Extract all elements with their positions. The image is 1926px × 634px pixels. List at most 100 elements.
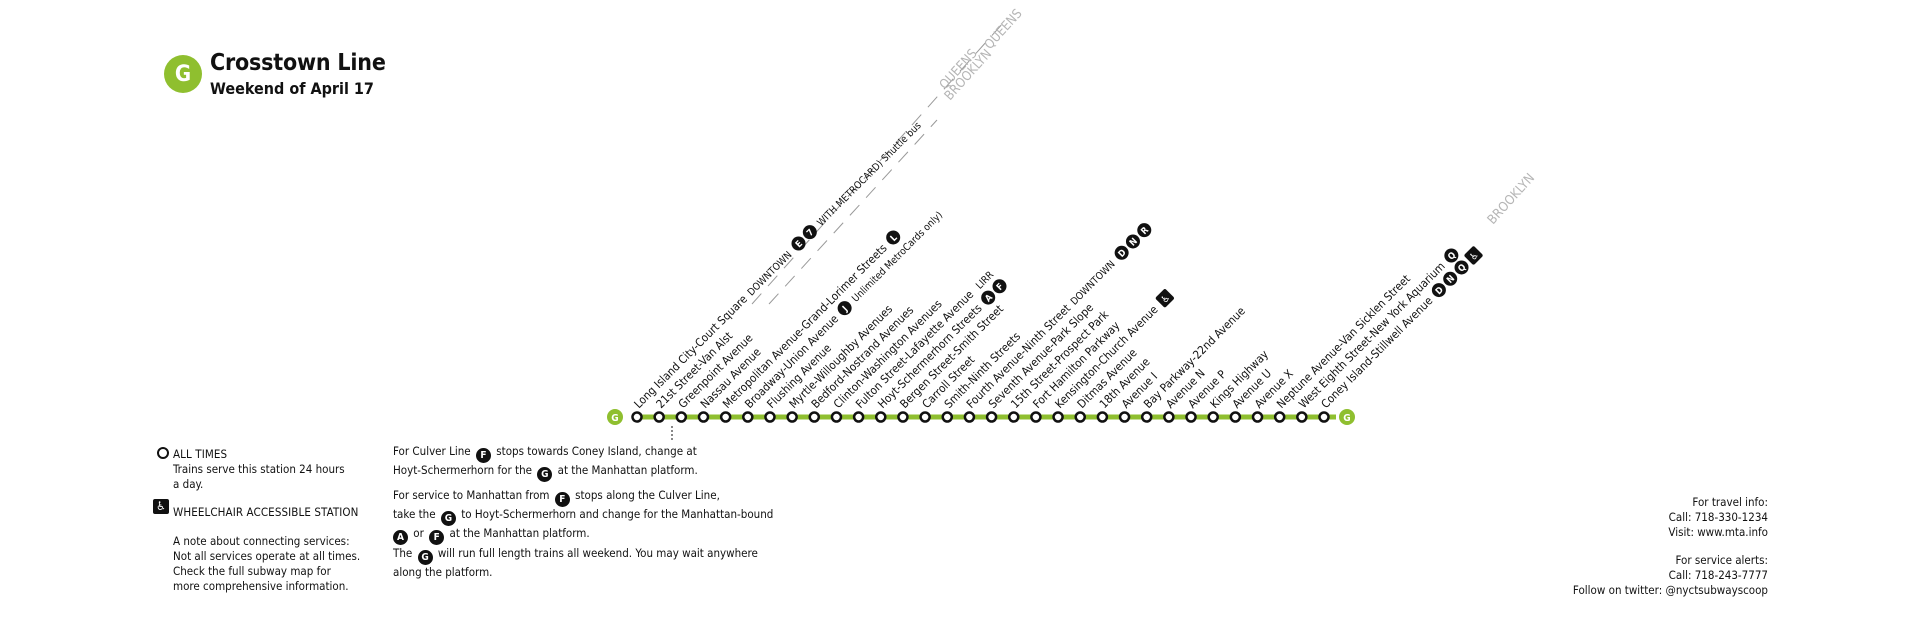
legend-all-times-text: Trains serve this station 24 hours a day… [173, 462, 345, 492]
station-marker-18th-avenue [1096, 411, 1109, 423]
bullet-letter: L [889, 233, 900, 244]
a-bullet-icon [981, 290, 996, 305]
f-bullet-icon: F [475, 448, 491, 463]
station-marker-fourth-avenue-ninth-street [963, 411, 976, 423]
station-marker-avenue-p [1185, 411, 1197, 423]
travel-info-website[interactable]: Visit: www.mta.info [1668, 525, 1768, 539]
station-marker-21st-street-van-alst [653, 411, 665, 423]
station-marker-smith-ninth-streets [941, 411, 954, 423]
boundary-dash [768, 119, 938, 305]
f-bullet-icon: F [554, 492, 570, 507]
note-text: at the Manhattan platform. [557, 463, 698, 477]
station-marker-hoyt-schermerhorn-streets [875, 411, 887, 423]
full-length-note: The G will run full length trains all we… [393, 546, 793, 580]
g-line-badge: G [164, 55, 202, 93]
station-marker-nassau-avenue [697, 411, 710, 423]
e-bullet-icon [791, 236, 806, 251]
legend-all-times-title: ALL TIMES [173, 447, 228, 461]
station-marker-fort-hamilton-parkway [1030, 411, 1042, 423]
legend-all-times: ALL TIMES [173, 447, 227, 462]
station-marker-seventh-avenue-park-slope [985, 411, 998, 423]
g-terminal-marker-east [1339, 409, 1355, 425]
station-marker-avenue-x [1251, 411, 1264, 423]
station-ring-icon [157, 447, 169, 459]
station-marker-fulton-street-lafayette-avenue [852, 411, 865, 423]
borough-label-brooklyn: BROOKLYN [1485, 171, 1538, 228]
n-bullet-icon [1125, 234, 1140, 249]
note-text: take the [393, 507, 436, 521]
station-marker-clinton-washington-avenues [830, 411, 843, 423]
service-alerts: For service alerts: Call: 718-243-7777 F… [1573, 553, 1768, 598]
station-marker-myrtle-willoughby-avenues [786, 411, 798, 423]
borough-label-queens: QUEENS [982, 6, 1026, 52]
station-marker-15th-street-prospect-park [1007, 411, 1020, 423]
note-line: Hoyt-Schermerhorn for the G at the Manha… [393, 463, 793, 482]
station-marker-bergen-street-smith-street [897, 411, 909, 423]
7-bullet-icon [802, 225, 817, 240]
legend-text: a day. [173, 477, 204, 491]
station-marker-avenue-i [1118, 411, 1131, 423]
station-marker-kensington-church-avenue [1052, 411, 1064, 423]
station-marker-avenue-u [1229, 411, 1242, 423]
bullet-letter: J [840, 305, 850, 315]
legend-connecting-note: A note about connecting services: Not al… [173, 534, 360, 594]
station-marker-bedford-nostrand-avenues [808, 411, 821, 423]
wheelchair-icon: ♿ [153, 499, 169, 514]
station-marker-avenue-n [1163, 411, 1175, 423]
bullet-letter: E [794, 239, 805, 250]
twitter-link[interactable]: Follow on twitter: @nyctsubwayscoop [1572, 583, 1768, 597]
station-marker-flushing-avenue [764, 411, 776, 423]
g-bullet-icon: G [537, 467, 553, 482]
note-text: Hoyt-Schermerhorn for the [393, 463, 533, 477]
station-marker-neptune-avenue-van-sicklen-street [1273, 411, 1286, 423]
note-text: or [413, 526, 424, 540]
legend-wheelchair: WHEELCHAIR ACCESSIBLE STATION [173, 505, 359, 520]
g-bullet-icon: G [417, 550, 433, 565]
j-bullet-icon [837, 301, 852, 316]
station-marker-coney-island-stillwell-avenue [1318, 411, 1330, 423]
note-line: A or F at the Manhattan platform. [393, 526, 793, 545]
note-text: The [393, 546, 413, 560]
station-marker-greenpoint-avenue [675, 411, 688, 423]
travel-info: For travel info: Call: 718-330-1234 Visi… [1668, 495, 1768, 540]
note-line: For Culver Line F stops towards Coney Is… [393, 444, 793, 463]
legend-text: more comprehensive information. [173, 579, 349, 593]
f-bullet-icon: F [429, 530, 445, 545]
legend-text: Trains serve this station 24 hours [173, 462, 345, 476]
note-text: will run full length trains all weekend.… [437, 546, 758, 560]
manhattan-note: For service to Manhattan from F stops al… [393, 488, 793, 545]
note-line: take the G to Hoyt-Schermerhorn and chan… [393, 507, 793, 526]
culver-note: For Culver Line F stops towards Coney Is… [393, 444, 793, 482]
d-bullet-icon [1431, 283, 1446, 298]
page-subtitle: Weekend of April 17 [210, 79, 374, 98]
note-text: For Culver Line [393, 444, 471, 458]
station-note: DOWNTOWN [1069, 259, 1118, 308]
station-note: DOWNTOWN [746, 250, 795, 299]
note-text: to Hoyt-Schermerhorn and change for the … [461, 507, 774, 521]
wheelchair-icon [1155, 289, 1174, 308]
travel-info-phone: Call: 718-330-1234 [1668, 510, 1768, 524]
g-terminal-letter-east: G [1343, 413, 1350, 424]
station-marker-metropolitan-avenue-grand-lorimer-streets [719, 411, 732, 423]
q-bullet-icon [1454, 260, 1469, 275]
page-title: Crosstown Line [210, 50, 386, 76]
station-marker-bay-parkway-22nd-avenue [1140, 411, 1153, 423]
station-extra-note: WITH METROCARD) Shuttle bus [815, 120, 923, 228]
note-text: For service to Manhattan from [393, 488, 550, 502]
note-text: along the platform. [393, 565, 493, 579]
q-bullet-icon [1444, 248, 1459, 263]
station-marker-west-eighth-street-new-york-aquarium [1296, 411, 1308, 423]
note-line: along the platform. [393, 565, 793, 580]
n-bullet-icon [1443, 271, 1458, 286]
l-bullet-icon [886, 230, 901, 245]
note-line: For service to Manhattan from F stops al… [393, 488, 793, 507]
boundary-dash [751, 21, 1005, 305]
station-marker-kings-highway [1207, 411, 1219, 423]
legend-wheelchair-title: WHEELCHAIR ACCESSIBLE STATION [173, 505, 359, 519]
bullet-letter: F [995, 282, 1006, 293]
g-bullet-icon: G [440, 511, 456, 526]
bullet-letter: 7 [805, 228, 816, 239]
